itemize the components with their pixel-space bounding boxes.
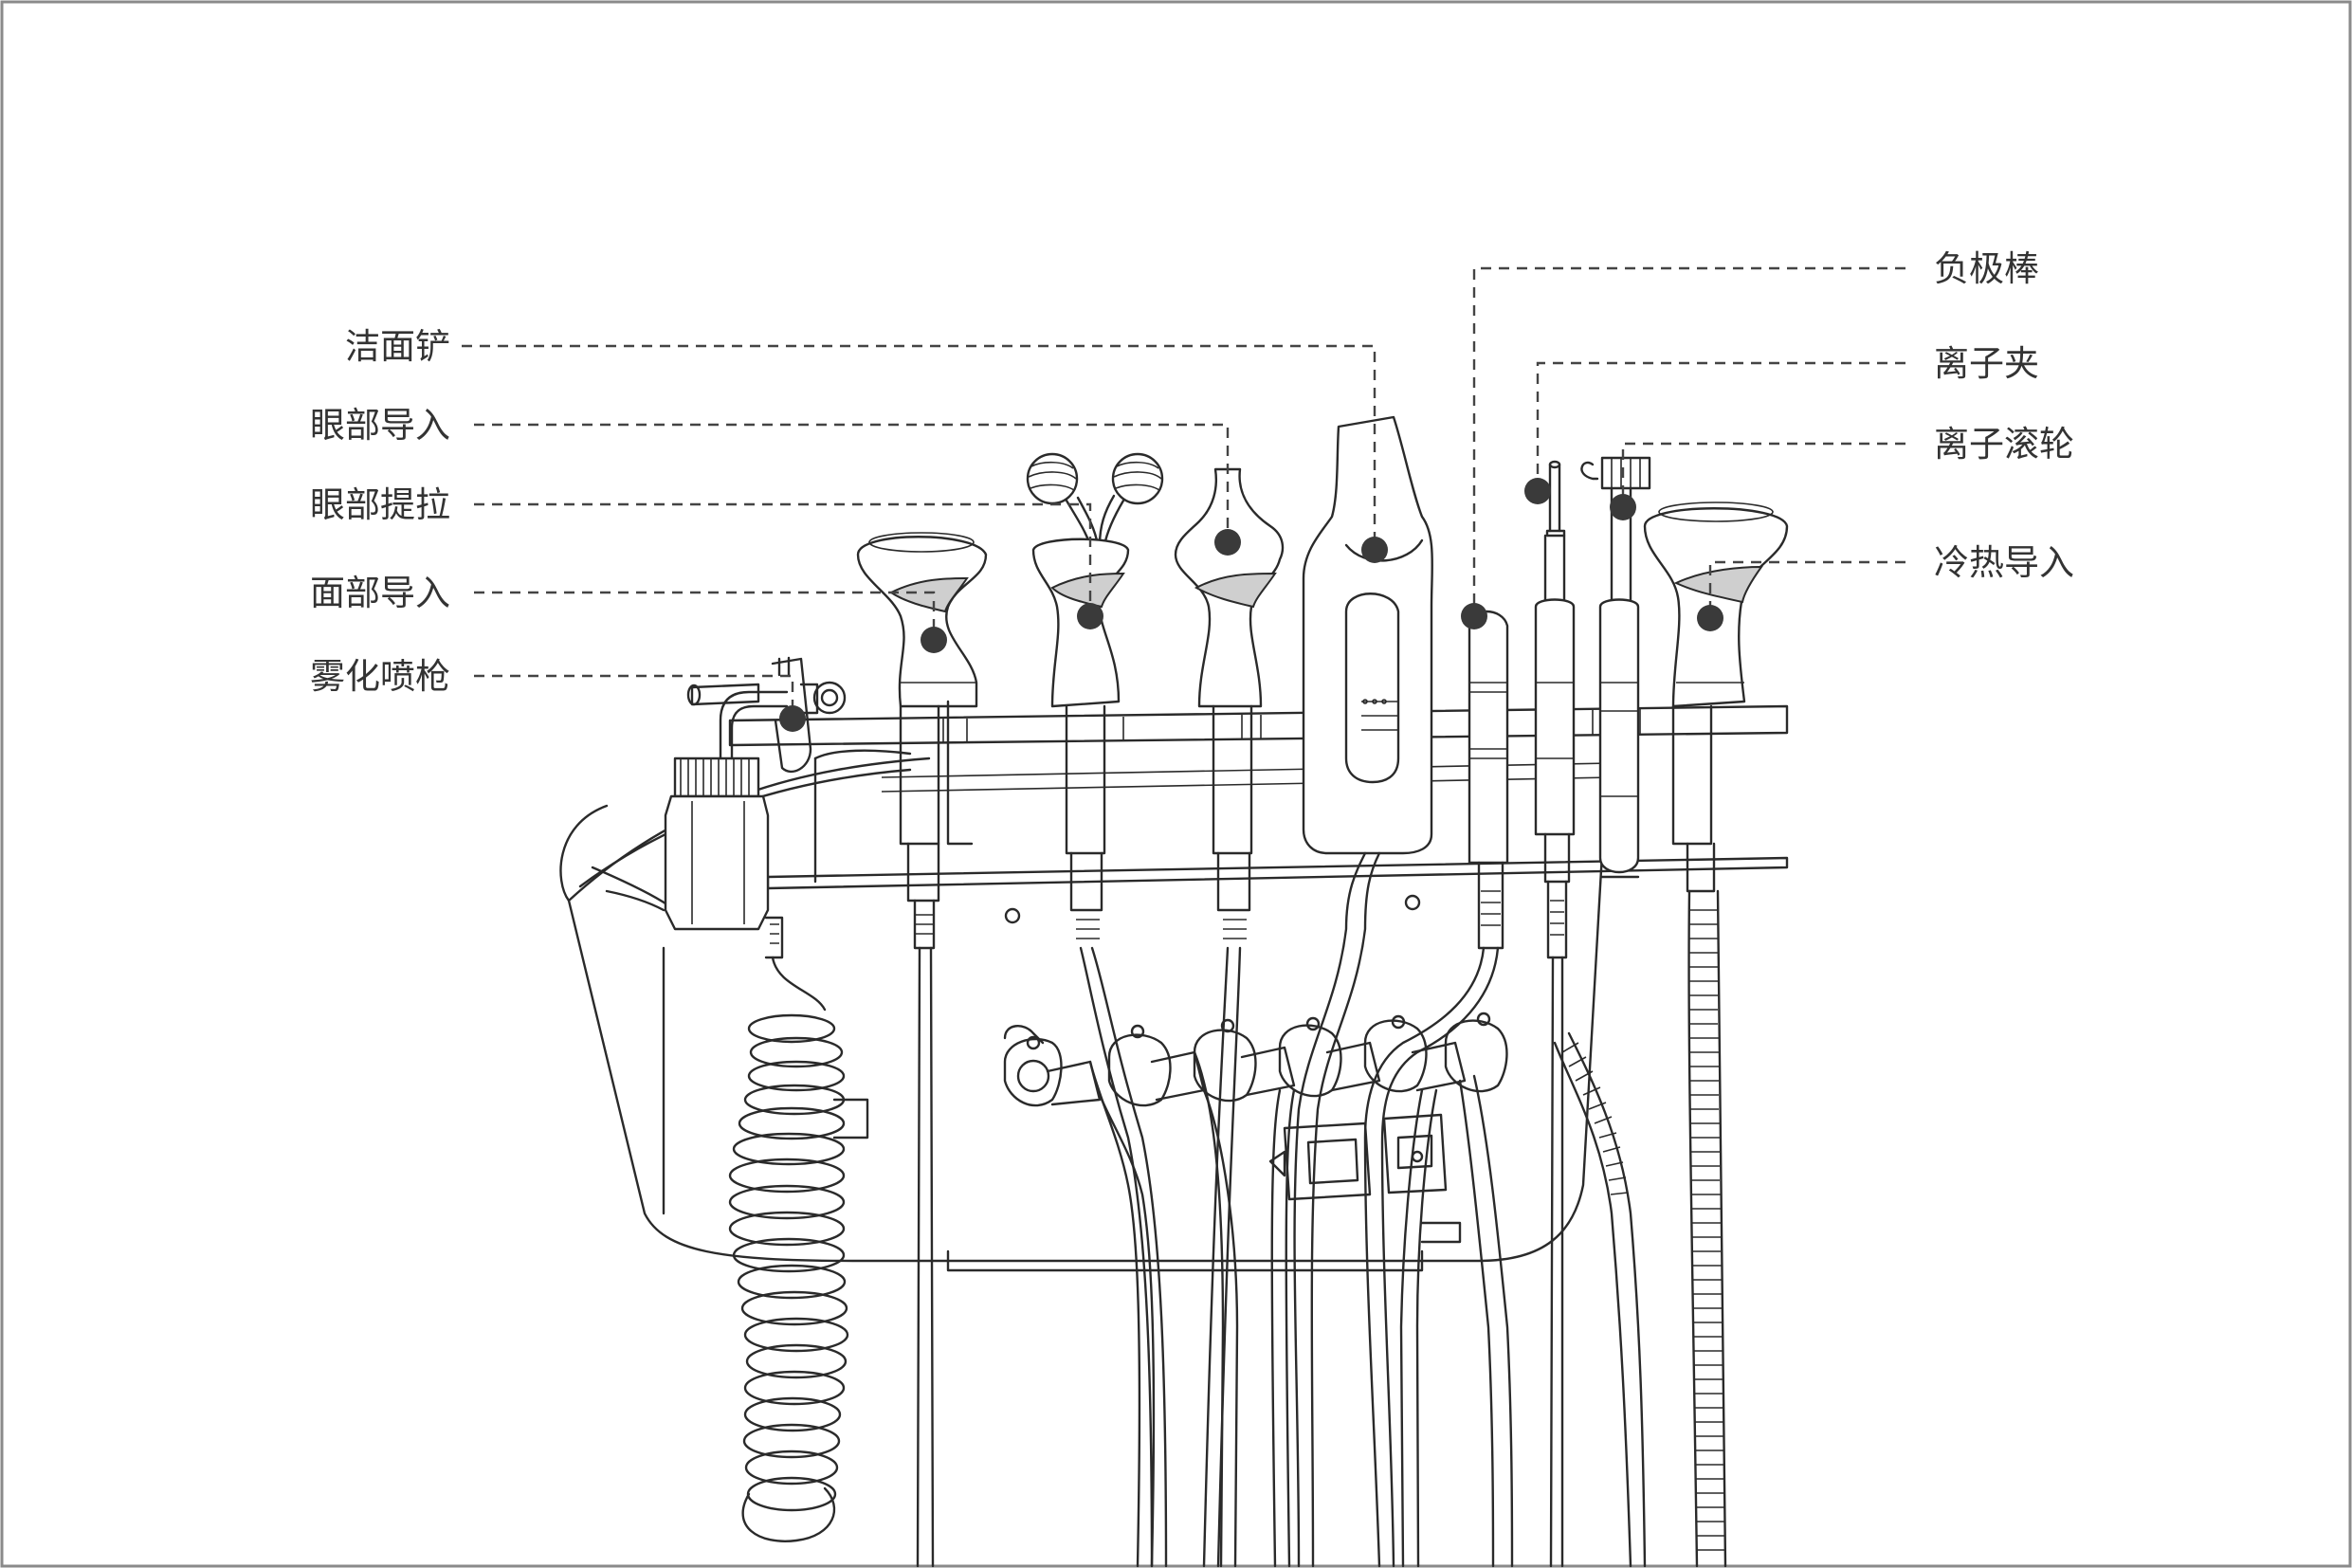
label-hot-cold-infusion: 冷热导入 xyxy=(1934,542,2074,583)
handpiece-negative-electrode-bar xyxy=(1363,610,1509,1568)
marker-eye-lift xyxy=(1077,603,1103,629)
marker-cleansing-spatula xyxy=(1361,537,1388,563)
label-eye-lift: 眼部提拉 xyxy=(310,484,450,525)
handpiece-ion-clip xyxy=(1534,460,1576,1568)
marker-face-infusion xyxy=(921,627,947,653)
leader-eye-lift xyxy=(474,502,1092,607)
handpiece-eye-lift xyxy=(1026,452,1168,1568)
label-ion-roller: 离子滚轮 xyxy=(1934,424,2074,465)
marker-eye-infusion xyxy=(1214,529,1241,556)
handpiece-ion-roller xyxy=(1580,456,1651,879)
label-face-infusion: 面部导入 xyxy=(310,573,450,613)
label-negative-electrode-bar: 负极棒 xyxy=(1934,248,2039,289)
marker-spray-gun xyxy=(779,705,806,732)
label-spray-gun: 雾化喷枪 xyxy=(310,656,450,697)
label-ion-clip: 离子夹 xyxy=(1934,343,2039,384)
callouts: 洁面铲 眼部导入 眼部提拉 面部导入 雾化喷枪 负极棒 离子夹 离子滚轮 冷热导… xyxy=(310,248,2074,732)
marker-ion-roller xyxy=(1610,494,1636,520)
leader-spray-gun xyxy=(474,674,794,716)
marker-ion-clip xyxy=(1524,478,1551,504)
coiled-cord xyxy=(728,956,869,1542)
handpiece-hot-cold-infusion xyxy=(1643,501,1789,1568)
handpiece-eye-infusion xyxy=(1174,467,1285,1568)
label-eye-infusion: 眼部导入 xyxy=(310,405,450,446)
leader-ion-clip xyxy=(1536,361,1905,489)
handpiece-cleansing-spatula xyxy=(1293,415,1433,1568)
marker-hot-cold-infusion xyxy=(1697,605,1723,631)
leader-eye-infusion xyxy=(474,423,1230,542)
handpiece-face-infusion xyxy=(856,532,988,1568)
connector-panel xyxy=(1003,1012,1514,1568)
leader-cleansing-spatula xyxy=(462,344,1377,550)
marker-negative-electrode-bar xyxy=(1461,603,1487,629)
label-cleansing-spatula: 洁面铲 xyxy=(345,326,450,367)
leader-face-infusion xyxy=(474,591,936,640)
leader-ion-roller xyxy=(1621,442,1905,507)
device-illustration xyxy=(559,415,1789,1568)
